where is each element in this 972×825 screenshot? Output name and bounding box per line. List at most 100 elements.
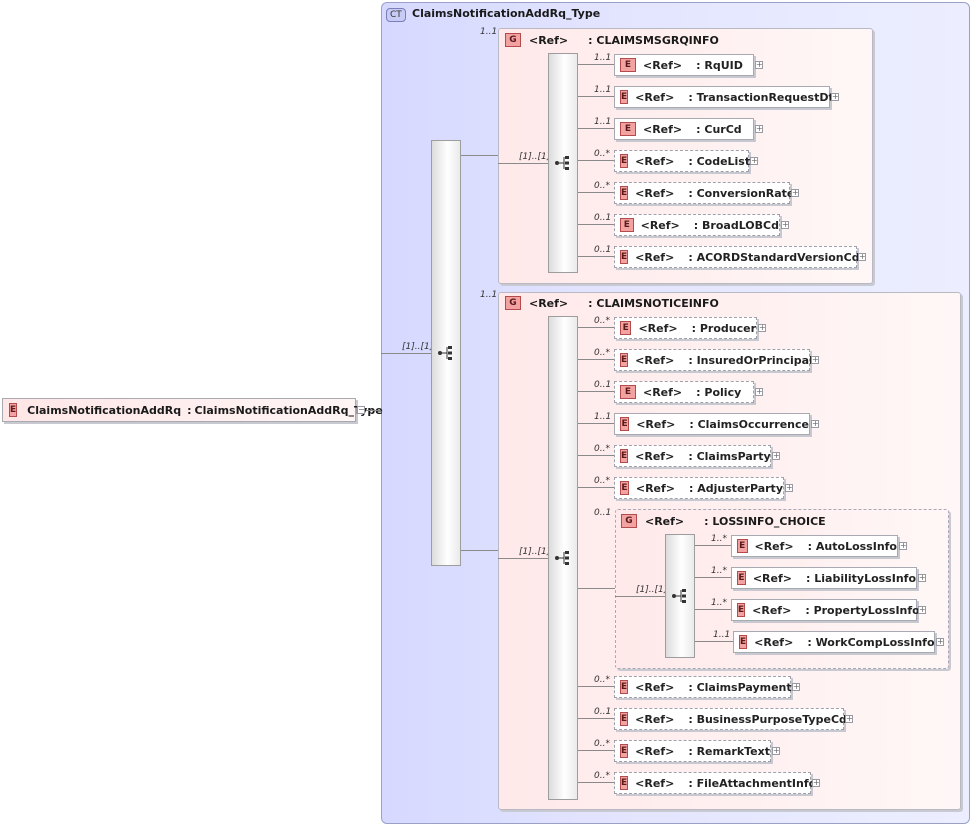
element-work-comp-loss-info[interactable]: E<Ref>: WorkCompLossInfo (733, 631, 935, 653)
group-header[interactable]: G <Ref> : CLAIMSMSGRQINFO (505, 33, 719, 47)
element-name: : InsuredOrPrincipal (688, 353, 813, 367)
element-name: : ConversionRate (688, 186, 795, 200)
complex-type-name: ClaimsNotificationAddRq_Type (412, 7, 601, 20)
element-property-loss-info[interactable]: E <Ref> : PropertyLossInfo (731, 599, 920, 621)
element-badge: E (620, 417, 630, 431)
expand-toggle[interactable]: + (845, 714, 853, 723)
element-cardinality: 0..1 (594, 380, 612, 390)
group-header[interactable]: G <Ref> : CLAIMSNOTICEINFO (505, 296, 719, 310)
ref-label: <Ref> (643, 385, 683, 399)
group-cardinality: 1..1 (480, 290, 498, 300)
ref-label: <Ref> (645, 514, 685, 528)
element-badge: E (620, 353, 629, 367)
ref-label: <Ref> (635, 776, 675, 790)
element-transaction-request-dt[interactable]: E<Ref>: TransactionRequestDt (614, 86, 834, 108)
root-element-separator: : (187, 403, 192, 417)
sequence-icon (438, 346, 452, 360)
ref-label: <Ref> (635, 744, 675, 758)
element-name: : BusinessPurposeTypeCd (688, 712, 847, 726)
element-claims-party[interactable]: E<Ref>: ClaimsParty (614, 445, 771, 467)
element-cur-cd[interactable]: E<Ref>: CurCd (614, 118, 754, 140)
expand-toggle[interactable]: + (811, 355, 819, 364)
element-conversion-rate[interactable]: E<Ref>: ConversionRate (614, 182, 794, 204)
element-name: : LiabilityLossInfo (806, 571, 916, 585)
expand-toggle[interactable]: + (918, 605, 926, 614)
ref-label: <Ref> (752, 571, 792, 585)
ref-label: <Ref> (752, 603, 792, 617)
element-badge: E (737, 603, 746, 617)
connector-line (498, 558, 548, 559)
collapse-toggle[interactable]: − (357, 405, 365, 414)
element-cardinality: 0..* (594, 348, 610, 358)
ref-label: <Ref> (635, 353, 675, 367)
element-code-list[interactable]: E<Ref>: CodeList (614, 150, 750, 172)
expand-toggle[interactable]: + (831, 92, 839, 101)
element-name: : AdjusterParty (689, 481, 783, 495)
connector-line (498, 163, 548, 164)
element-badge: E (620, 744, 629, 758)
element-acordstandard-version-cd[interactable]: E<Ref>: ACORDStandardVersionCd (614, 246, 860, 268)
element-auto-loss-info[interactable]: E<Ref>: AutoLossInfo (731, 535, 898, 557)
expand-toggle[interactable]: + (858, 252, 866, 261)
expand-toggle[interactable]: + (918, 573, 926, 582)
element-badge: E (620, 186, 629, 200)
expand-toggle[interactable]: + (936, 637, 944, 646)
element-cardinality: 1..1 (594, 85, 612, 95)
element-name: : ACORDStandardVersionCd (688, 250, 860, 264)
element-cardinality: 0..* (594, 675, 610, 685)
sequence-icon (672, 589, 686, 603)
expand-toggle[interactable]: + (812, 778, 820, 787)
group-name: : CLAIMSNOTICEINFO (588, 296, 719, 310)
element-file-attachment-info[interactable]: E<Ref>: FileAttachmentInfo (614, 772, 816, 794)
expand-toggle[interactable]: + (811, 419, 819, 428)
element-name: : CurCd (696, 122, 742, 136)
element-name: : ClaimsParty (688, 449, 771, 463)
element-name: : ClaimsOccurrence (689, 417, 809, 431)
expand-toggle[interactable]: + (899, 541, 907, 550)
root-element[interactable]: E ClaimsNotificationAddRq : ClaimsNotifi… (2, 398, 383, 422)
element-liability-loss-info[interactable]: E<Ref>: LiabilityLossInfo (731, 567, 917, 589)
element-policy[interactable]: E<Ref>: Policy (614, 381, 754, 403)
ref-label: <Ref> (635, 90, 675, 104)
element-name: : Producer (691, 321, 756, 335)
element-badge: E (620, 449, 629, 463)
expand-toggle[interactable]: + (755, 60, 763, 69)
element-cardinality: 1..1 (594, 117, 612, 127)
element-adjuster-party[interactable]: E<Ref>: AdjusterParty (614, 477, 784, 499)
element-claims-occurrence[interactable]: E<Ref>: ClaimsOccurrence (614, 413, 810, 435)
element-cardinality: 1..* (711, 566, 727, 576)
connector-line (695, 545, 731, 546)
element-badge: E (620, 90, 629, 104)
expand-toggle[interactable]: + (791, 188, 799, 197)
element-cardinality: 0..1 (594, 707, 612, 717)
element-business-purpose-type-cd[interactable]: E<Ref>: BusinessPurposeTypeCd (614, 708, 847, 730)
connector-line (578, 718, 614, 719)
expand-toggle[interactable]: + (772, 451, 780, 460)
expand-toggle[interactable]: + (781, 220, 789, 229)
connector-line (578, 359, 614, 360)
element-insured-or-principal[interactable]: E <Ref> : InsuredOrPrincipal (614, 349, 813, 371)
connector-line (578, 327, 614, 328)
element-rq-uid[interactable]: E<Ref>: RqUID (614, 54, 754, 76)
connector-line (578, 224, 614, 225)
connector-line (578, 64, 614, 65)
expand-toggle[interactable]: + (758, 323, 766, 332)
expand-toggle[interactable]: + (750, 156, 758, 165)
expand-toggle[interactable]: + (755, 387, 763, 396)
expand-toggle[interactable]: + (755, 124, 763, 133)
element-cardinality: 0..* (594, 444, 610, 454)
connector-line (578, 750, 614, 751)
expand-toggle[interactable]: + (785, 483, 793, 492)
element-badge: E (620, 385, 636, 399)
element-broad-lobcd[interactable]: E<Ref>: BroadLOBCd (614, 214, 780, 236)
expand-toggle[interactable]: + (792, 682, 800, 691)
element-badge: E (620, 321, 632, 335)
element-remark-text[interactable]: E<Ref>: RemarkText (614, 740, 771, 762)
element-claims-payment[interactable]: E<Ref>: ClaimsPayment (614, 676, 792, 698)
expand-toggle[interactable]: + (772, 746, 780, 755)
ref-label: <Ref> (643, 58, 683, 72)
element-name: : PropertyLossInfo (805, 603, 920, 617)
element-producer[interactable]: E<Ref>: Producer (614, 317, 757, 339)
group-header[interactable]: G <Ref> : LOSSINFO_CHOICE (621, 514, 826, 528)
